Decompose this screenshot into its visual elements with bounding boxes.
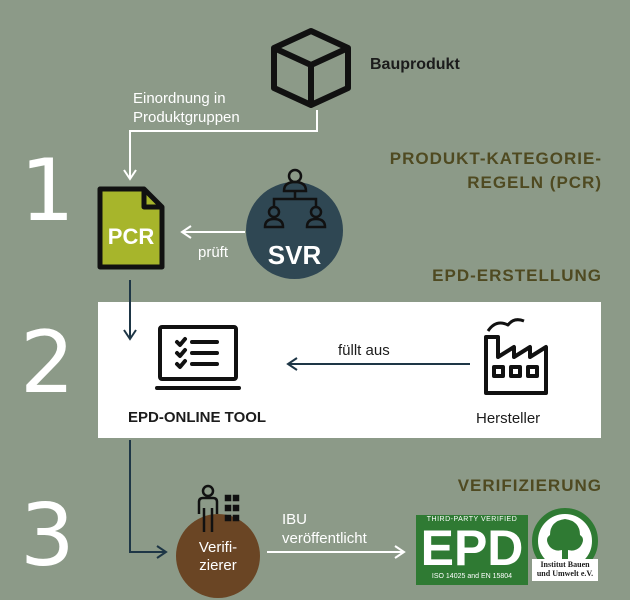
verifier-label-line1: Verifi- <box>198 539 238 556</box>
cube-icon <box>271 28 351 108</box>
pcr-section-title: PRODUKT-KATEGORIE- REGELN (PCR) <box>390 147 602 195</box>
epd-badge-bottom-text: ISO 14025 and EN 15804 <box>431 573 513 580</box>
epd-creation-section-title: EPD-ERSTELLUNG <box>432 266 602 285</box>
verifier-circle <box>176 514 260 598</box>
verifier-person-icon <box>197 484 240 532</box>
einordnung-label: Einordnung in Produktgruppen <box>133 89 240 127</box>
laptop-checklist-icon <box>155 325 241 390</box>
tool-to-verifier-arrow <box>129 440 165 553</box>
institut-label: Institut Bauen und Umwelt e.V. <box>528 560 602 578</box>
einordnung-label-line2: Produktgruppen <box>133 109 240 126</box>
verifier-label-line2: zierer <box>199 557 237 574</box>
einordnung-label-line1: Einordnung in <box>133 90 226 107</box>
svr-label: SVR <box>267 240 322 270</box>
step-number-2: 2 <box>20 313 75 413</box>
epd-tool-label: EPD-ONLINE TOOL <box>128 409 267 426</box>
epd-badge-green-block <box>416 515 528 585</box>
factory-icon <box>484 318 548 395</box>
svr-network-icon <box>263 168 327 229</box>
institut-label-line2: und Umwelt e.V. <box>536 569 594 578</box>
pcr-document-label: PCR <box>107 224 155 249</box>
bauprodukt-label: Bauprodukt <box>370 56 460 73</box>
einordnung-arrow <box>129 110 318 178</box>
institut-tree-logo-icon <box>532 508 598 581</box>
epd-badge-main-text: EPD <box>420 520 524 576</box>
verifier-label: Verifi- zierer <box>176 539 260 575</box>
epd-badge-top-text: THIRD-PARTY VERIFIED <box>426 516 518 523</box>
ibu-label-line2: veröffentlicht <box>282 530 367 547</box>
pcr-document-icon <box>97 186 165 270</box>
step-number-1: 1 <box>20 141 75 241</box>
step-number-3: 3 <box>20 486 75 586</box>
fuellt-aus-label: füllt aus <box>338 342 390 359</box>
institut-label-line1: Institut Bauen <box>540 560 590 569</box>
prueft-label: prüft <box>198 244 229 261</box>
verification-section-title: VERIFIZIERUNG <box>457 476 602 495</box>
epd-badge: THIRD-PARTY VERIFIED EPD ISO 14025 and E… <box>416 507 602 585</box>
epd-creation-panel <box>98 302 601 438</box>
pcr-section-title-line1: PRODUKT-KATEGORIE- <box>389 149 602 168</box>
pcr-section-title-line2: REGELN (PCR) <box>467 173 602 192</box>
ibu-label: IBU veröffentlicht <box>282 510 367 548</box>
hersteller-label: Hersteller <box>476 410 541 427</box>
ibu-label-line1: IBU <box>282 511 308 528</box>
